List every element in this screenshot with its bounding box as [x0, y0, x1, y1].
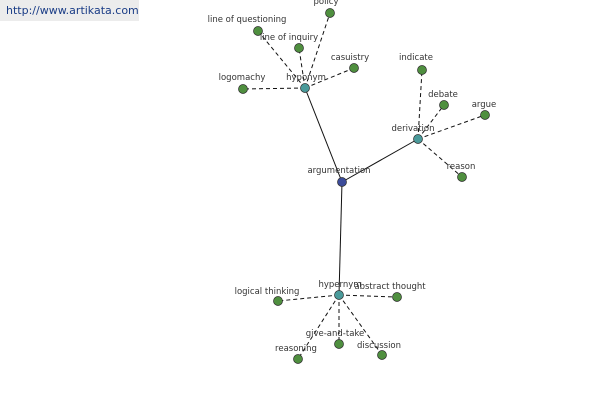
- edge-hypernym-reasoning: [297, 294, 340, 360]
- word-node-indicate[interactable]: [417, 65, 427, 75]
- relation-label-hyponym: hyponym: [286, 73, 326, 83]
- edge-hyponym-line-of-questioning: [257, 30, 306, 89]
- edge-argumentation-derivation: [341, 138, 419, 183]
- edge-hypernym-discussion: [338, 294, 383, 356]
- relation-label-hypernym: hypernym: [318, 280, 361, 290]
- relation-label-derivation: derivation: [391, 124, 434, 134]
- edge-hyponym-casuistry: [304, 67, 355, 89]
- word-label-reasoning: reasoning: [275, 344, 317, 354]
- word-label-reason: reason: [447, 162, 476, 172]
- word-node-logical-thinking[interactable]: [273, 296, 283, 306]
- relation-node-hyponym[interactable]: [300, 83, 310, 93]
- word-label-logomachy: logomachy: [219, 73, 266, 83]
- word-node-debate[interactable]: [439, 100, 449, 110]
- relation-node-derivation[interactable]: [413, 134, 423, 144]
- center-node-argumentation[interactable]: [337, 177, 347, 187]
- word-label-give-and-take: give-and-take: [306, 329, 365, 339]
- word-node-casuistry[interactable]: [349, 63, 359, 73]
- word-label-logical-thinking: logical thinking: [235, 287, 300, 297]
- edge-argumentation-hyponym: [304, 87, 343, 183]
- edge-derivation-argue: [417, 114, 486, 140]
- nodes-layer: [238, 8, 490, 364]
- edge-hyponym-logomachy: [242, 87, 306, 90]
- edges-layer: [242, 12, 486, 360]
- word-label-argue: argue: [472, 100, 497, 110]
- word-label-indicate: indicate: [399, 53, 433, 63]
- word-label-casuistry: casuistry: [331, 53, 369, 63]
- word-node-line-of-inquiry[interactable]: [294, 43, 304, 53]
- labels-layer: policy line of questioning line of inquiry…: [208, 0, 497, 354]
- edge-derivation-debate: [417, 104, 445, 140]
- word-node-logomachy[interactable]: [238, 84, 248, 94]
- edge-derivation-indicate: [417, 69, 423, 140]
- source-link[interactable]: http://www.artikata.com: [0, 0, 139, 21]
- word-node-line-of-questioning[interactable]: [253, 26, 263, 36]
- word-label-line-of-inquiry: line of inquiry: [260, 33, 318, 43]
- word-node-discussion[interactable]: [377, 350, 387, 360]
- center-label-argumentation: argumentation: [307, 166, 370, 176]
- word-label-debate: debate: [428, 90, 458, 100]
- edge-hypernym-logical-thinking: [277, 294, 340, 302]
- edge-hypernym-abstract-thought: [338, 294, 398, 298]
- edge-hyponym-policy: [304, 12, 331, 89]
- word-node-reason[interactable]: [457, 172, 467, 182]
- word-label-line-of-questioning: line of questioning: [208, 15, 287, 25]
- relation-node-hypernym[interactable]: [334, 290, 344, 300]
- word-node-policy[interactable]: [325, 8, 335, 18]
- word-node-argue[interactable]: [480, 110, 490, 120]
- edge-derivation-reason: [417, 138, 463, 178]
- word-node-reasoning[interactable]: [293, 354, 303, 364]
- word-label-abstract-thought: abstract thought: [354, 282, 426, 292]
- word-label-policy: policy: [313, 0, 338, 7]
- word-node-abstract-thought[interactable]: [392, 292, 402, 302]
- edge-argumentation-hypernym: [338, 181, 343, 296]
- word-node-give-and-take[interactable]: [334, 339, 344, 349]
- word-label-discussion: discussion: [357, 341, 401, 351]
